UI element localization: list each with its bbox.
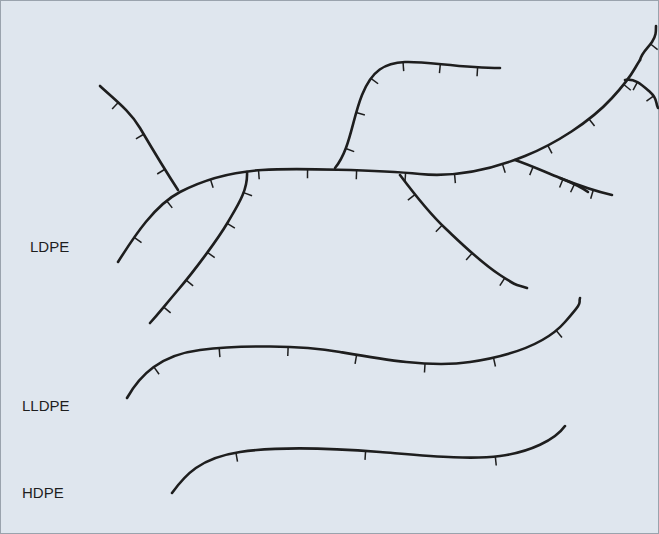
side-branch-tick	[408, 195, 415, 201]
side-branch-tick	[548, 145, 552, 153]
side-branch-tick	[236, 453, 238, 462]
ldpe-branch	[625, 80, 658, 108]
side-branch-tick	[466, 253, 472, 260]
side-branch-tick	[651, 44, 658, 50]
side-branch-tick	[154, 367, 159, 374]
side-branch-tick	[207, 252, 214, 257]
ldpe-branch	[560, 178, 588, 192]
side-branch-tick	[355, 355, 357, 364]
side-branch-tick	[439, 64, 441, 73]
ldpe-branch	[400, 175, 527, 288]
side-branch-tick	[364, 451, 366, 460]
side-branch-tick	[167, 201, 173, 208]
side-branch-tick	[186, 280, 193, 286]
side-branch-tick	[287, 347, 289, 356]
ldpe-backbone	[118, 60, 640, 262]
side-branch-tick	[136, 134, 144, 139]
ldpe-branch	[515, 160, 612, 195]
side-branch-tick	[227, 223, 235, 228]
side-branch-tick	[307, 169, 309, 178]
side-branch-tick	[633, 82, 637, 90]
hdpe-chain	[172, 426, 565, 493]
side-branch-tick	[258, 170, 260, 179]
side-branch-tick	[493, 358, 495, 367]
side-branch-tick	[646, 96, 653, 101]
side-branch-tick	[454, 174, 456, 183]
side-branch-tick	[134, 237, 141, 242]
side-branch-tick	[210, 179, 213, 188]
ldpe-branch	[335, 62, 500, 168]
side-branch-tick	[157, 169, 165, 174]
polymer-label: LDPE	[30, 239, 69, 254]
side-branch-tick	[218, 348, 220, 357]
ldpe-branch	[100, 86, 178, 190]
side-branch-tick	[476, 67, 478, 76]
side-branch-tick	[356, 170, 358, 179]
side-branch-tick	[495, 457, 497, 466]
side-branch-tick	[164, 307, 171, 313]
lldpe-chain	[127, 298, 580, 398]
side-branch-tick	[530, 167, 533, 175]
side-branch-tick	[591, 190, 594, 199]
side-branch-tick	[502, 164, 505, 173]
side-branch-tick	[571, 184, 575, 192]
side-branch-tick	[560, 179, 563, 187]
side-branch-tick	[624, 85, 631, 91]
side-branch-tick	[556, 331, 562, 338]
side-branch-tick	[356, 113, 365, 115]
side-branch-tick	[112, 102, 118, 109]
side-branch-tick	[589, 119, 595, 126]
side-branch-tick	[371, 78, 378, 83]
side-branch-tick	[436, 225, 442, 231]
side-branch-tick	[500, 278, 505, 286]
polymer-label: LLDPE	[22, 398, 70, 413]
side-branch-tick	[244, 193, 252, 196]
side-branch-tick	[346, 148, 354, 151]
side-branch-tick	[404, 173, 406, 182]
side-branch-tick	[402, 62, 404, 71]
ldpe-branch	[640, 26, 656, 60]
ldpe-branch	[150, 172, 247, 323]
side-branch-tick	[424, 364, 426, 373]
polymer-label: HDPE	[22, 485, 64, 500]
